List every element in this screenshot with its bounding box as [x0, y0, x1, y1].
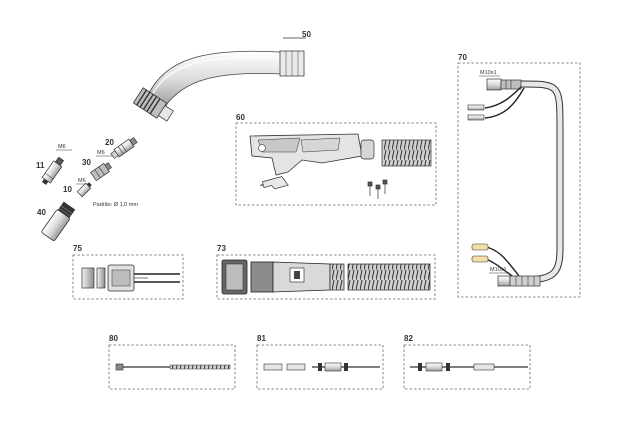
- connector-box-75: 75: [72, 244, 184, 300]
- liner-box-81: 81: [256, 334, 384, 390]
- liner-box-80: 80: [108, 334, 236, 390]
- part-label-10: 10: [63, 185, 72, 194]
- cable-box-70: 70 M10x1 M10x1: [457, 53, 581, 298]
- thread-label-m10-bottom: M10x1: [490, 267, 507, 273]
- part-label-60: 60: [236, 113, 245, 122]
- part-label-40: 40: [37, 208, 46, 217]
- part-label-75: 75: [73, 244, 82, 253]
- thread-label-m6-20: M6: [97, 150, 105, 156]
- thread-label-m6-11: M6: [58, 144, 66, 150]
- handle-kit-box-73: 73: [216, 244, 436, 300]
- part-label-81: 81: [257, 334, 266, 343]
- part-label-50: 50: [302, 30, 311, 39]
- part-label-73: 73: [217, 244, 226, 253]
- part-label-80: 80: [109, 334, 118, 343]
- thread-label-m6-10: M6: [78, 178, 86, 184]
- part-label-70: 70: [458, 53, 467, 62]
- consumables-group: 20 M6 30 11 M6 10 M6: [36, 137, 138, 241]
- part-label-11: 11: [36, 161, 45, 170]
- liner-box-82: 82: [403, 334, 531, 390]
- part-label-82: 82: [404, 334, 413, 343]
- padrao-note: Padrão: Ø 1,0 mm: [93, 202, 138, 208]
- thread-label-m10-top: M10x1: [480, 70, 497, 76]
- part-label-20: 20: [105, 138, 114, 147]
- handle-box-60: 60: [235, 113, 437, 206]
- part-label-30: 30: [82, 158, 91, 167]
- swan-neck-part-50: 50: [132, 30, 311, 122]
